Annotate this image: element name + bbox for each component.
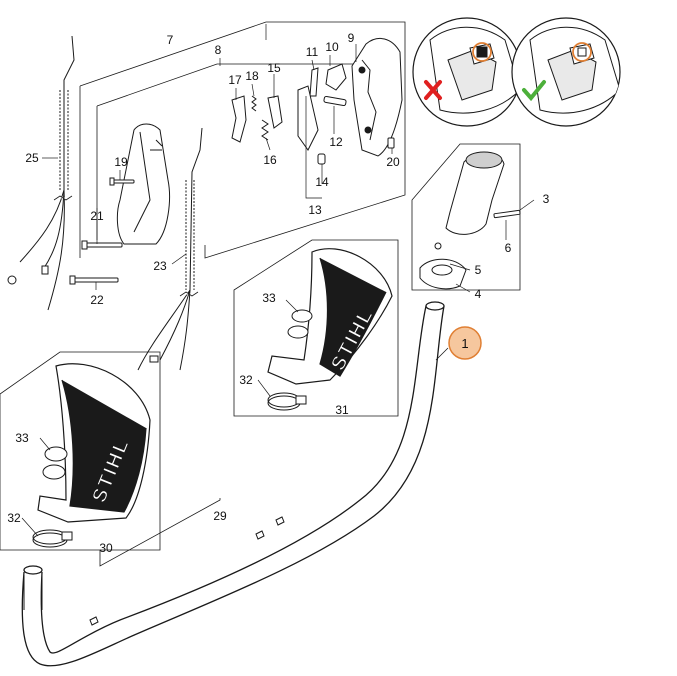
part-number-20: 20 [386, 155, 400, 169]
part-number-32-small: 32 [7, 511, 21, 525]
handle-housing-group [79, 21, 406, 259]
switch-10 [325, 63, 347, 91]
part-number-17: 17 [228, 73, 242, 87]
part-number-10: 10 [325, 40, 339, 54]
guard-group-30 [0, 351, 161, 551]
part-number-33-large: 33 [262, 291, 276, 305]
part-callout-1[interactable]: 1 [435, 326, 482, 361]
spring-14 [317, 153, 326, 165]
part-number-4: 4 [475, 287, 482, 301]
bracket-29 [99, 498, 221, 567]
part-number-32-large: 32 [239, 373, 253, 387]
break-marks [53, 195, 199, 297]
housing-shell-9 [351, 37, 403, 157]
check-mark-icon [522, 80, 546, 102]
screw-22 [69, 275, 119, 285]
cable-harness-23 [137, 127, 203, 371]
part-number-18: 18 [245, 69, 259, 83]
spring-16 [261, 119, 269, 141]
lever-11 [309, 67, 319, 97]
part-number-5: 5 [475, 263, 482, 277]
part-number-7: 7 [167, 33, 174, 47]
hose-clamp-32-small [32, 529, 73, 548]
trigger-13 [297, 85, 319, 151]
part-number-25: 25 [25, 151, 39, 165]
guard-group-31 [233, 239, 399, 417]
hose-clamp-32-large [267, 392, 307, 411]
pin-12 [323, 95, 347, 107]
part-number-33-small: 33 [15, 431, 29, 445]
part-number-8: 8 [215, 43, 222, 57]
lever-17 [231, 95, 247, 143]
clamp-5-4 [419, 258, 467, 290]
lever-15 [267, 95, 283, 129]
spring-18 [251, 95, 257, 112]
drive-tube [21, 301, 445, 667]
part-number-19: 19 [114, 155, 128, 169]
detail-incorrect [412, 17, 522, 127]
part-number-14: 14 [315, 175, 329, 189]
part-number-22: 22 [90, 293, 104, 307]
plugs-33-small [42, 446, 68, 480]
throttle-handle [116, 123, 170, 245]
part-number-12: 12 [329, 135, 343, 149]
part-number-29: 29 [213, 509, 227, 523]
part-number-1: 1 [461, 336, 468, 351]
part-number-15: 15 [267, 61, 281, 75]
deflector-guard-small: STIHL [37, 363, 151, 523]
part-number-3: 3 [543, 192, 550, 206]
plugs-33-large [287, 309, 313, 339]
part-number-13: 13 [308, 203, 322, 217]
part-number-9: 9 [348, 31, 355, 45]
part-number-21: 21 [90, 209, 104, 223]
tube-clips [89, 516, 285, 626]
part-number-6: 6 [505, 241, 512, 255]
cable-harness-25 [7, 35, 75, 311]
cross-mark-icon [424, 80, 442, 100]
part-number-23: 23 [153, 259, 167, 273]
screw-19 [109, 177, 135, 186]
screw-3 [493, 209, 521, 219]
part-numbers: 7 8 9 10 11 12 13 14 15 16 17 18 19 20 2… [7, 31, 549, 555]
deflector-guard-large: STIHL [267, 248, 393, 385]
part-number-16: 16 [263, 153, 277, 167]
auxiliary-grip [445, 151, 505, 235]
part-number-31: 31 [335, 403, 349, 417]
screw-20 [387, 137, 395, 149]
nut-6 [434, 242, 442, 250]
detail-correct [511, 17, 621, 127]
leader-lines [21, 24, 535, 537]
screw-21 [81, 240, 123, 250]
part-number-11: 11 [306, 45, 319, 59]
part-number-30: 30 [99, 541, 113, 555]
